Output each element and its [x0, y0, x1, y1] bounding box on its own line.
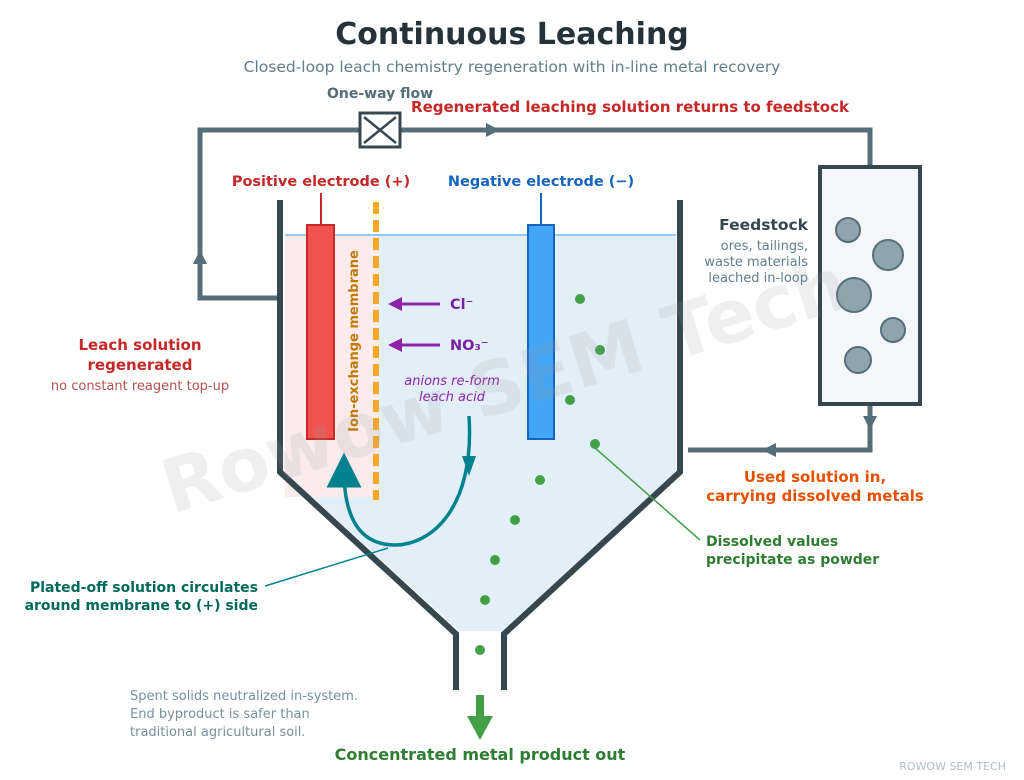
anion-note-1: anions re-form — [404, 374, 500, 389]
particle — [480, 595, 490, 605]
feedstock-line-3: leached in-loop — [708, 271, 808, 286]
particle — [535, 475, 545, 485]
one-way-valve-icon — [358, 111, 402, 149]
used-solution-label-1: Used solution in, — [744, 468, 886, 486]
membrane-label: Ion-exchange membrane — [347, 250, 362, 432]
circulation-arrow-head-down — [462, 456, 476, 476]
credit-label: ROWOW SEM TECH — [899, 760, 1006, 773]
output-label: Concentrated metal product out — [335, 745, 626, 764]
pipe-arrow-up — [193, 250, 207, 264]
pipe-arrow-right — [486, 123, 500, 137]
spent-note-3: traditional agricultural soil. — [130, 725, 306, 740]
ore-particle — [844, 346, 872, 374]
page-subtitle: Closed-loop leach chemistry regeneration… — [244, 58, 781, 76]
nitrate-ion-label: NO₃⁻ — [450, 338, 488, 354]
particle — [565, 395, 575, 405]
used-solution-label-2: carrying dissolved metals — [706, 487, 924, 505]
used-solution-pipe — [688, 404, 873, 453]
circulation-label-2: around membrane to (+) side — [25, 598, 258, 614]
regen-note: no constant reagent top-up — [51, 379, 229, 394]
ore-particle — [872, 239, 904, 271]
spent-note-1: Spent solids neutralized in-system. — [130, 689, 358, 704]
precipitate-particles — [475, 294, 605, 655]
particle — [595, 345, 605, 355]
feedstock-particles — [835, 217, 906, 374]
ore-particle — [880, 317, 906, 343]
negative-electrode — [527, 224, 555, 440]
ore-particle — [836, 277, 872, 313]
anion-note-2: leach acid — [419, 390, 486, 405]
nitrate-arrow-icon — [388, 338, 440, 352]
used-arrow-left — [762, 443, 776, 457]
particle — [475, 645, 485, 655]
tank-wall-right — [501, 200, 683, 690]
spent-note-2: End byproduct is safer than — [130, 707, 310, 722]
page-title: Continuous Leaching — [335, 17, 689, 52]
tank-wall-left — [277, 200, 459, 690]
positive-electrode-label: Positive electrode (+) — [232, 174, 410, 190]
particle — [510, 515, 520, 525]
return-flow-label: Regenerated leaching solution returns to… — [411, 98, 850, 116]
feedstock-line-2: waste materials — [704, 255, 808, 270]
used-arrow-down — [863, 416, 877, 430]
feedstock-line-1: ores, tailings, — [721, 239, 808, 254]
regen-label-1: Leach solution — [79, 336, 202, 354]
regen-label-2: regenerated — [88, 356, 193, 374]
circulation-pointer — [264, 547, 389, 587]
precipitate-pointer — [594, 447, 701, 541]
circulation-label-1: Plated-off solution circulates — [30, 580, 258, 596]
precipitate-label-2: precipitate as powder — [706, 552, 879, 568]
return-pipe — [197, 127, 873, 301]
output-arrow-icon — [467, 695, 493, 740]
feedstock-title: Feedstock — [719, 216, 809, 234]
particle — [590, 439, 600, 449]
chloride-arrow-icon — [388, 297, 440, 311]
chloride-ion-label: Cl⁻ — [450, 297, 473, 313]
particle — [575, 294, 585, 304]
particle — [490, 555, 500, 565]
precipitate-label-1: Dissolved values — [706, 534, 838, 550]
circulation-arrow — [326, 415, 472, 547]
valve-label: One-way flow — [327, 86, 433, 102]
tank-liquid — [285, 235, 676, 631]
negative-electrode-label: Negative electrode (−) — [448, 174, 634, 190]
positive-electrode — [306, 224, 335, 440]
ore-particle — [835, 217, 861, 243]
